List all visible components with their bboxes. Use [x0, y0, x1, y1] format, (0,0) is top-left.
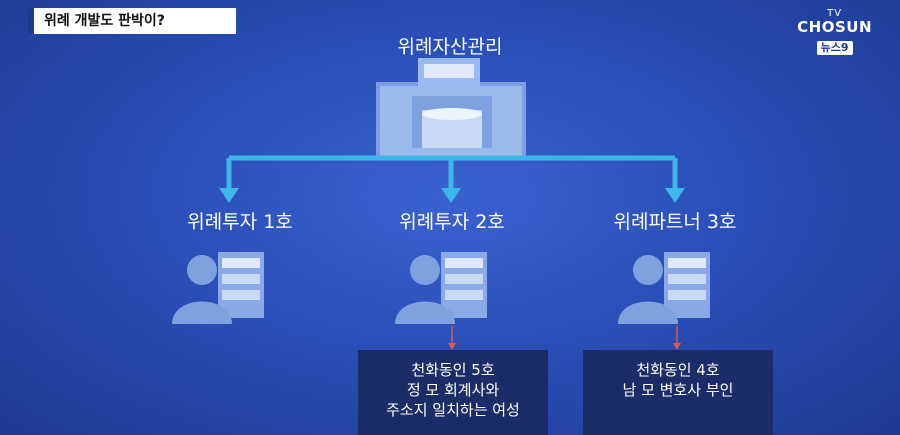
note-line: 정 모 회계사와 — [406, 381, 500, 399]
child-entity-label-1: 위례투자 1호 — [187, 211, 293, 233]
child-entity-label-2: 위례투자 2호 — [399, 211, 505, 233]
logo-tv-text: TV — [827, 8, 843, 19]
child-entity-label-3: 위례파트너 3호 — [613, 211, 737, 233]
headline-text: 위례 개발도 판박이? — [44, 13, 165, 29]
note-line: 주소지 일치하는 여성 — [386, 401, 520, 419]
person-with-office-icon — [618, 252, 710, 324]
broadcaster-logo: TV CHOSUN 뉴스9 — [797, 8, 872, 55]
note-box-1: 천화동인 5호 정 모 회계사와 주소지 일치하는 여성 — [358, 350, 548, 435]
note-line: 천화동인 5호 — [411, 361, 495, 379]
person-with-office-icon — [395, 252, 487, 324]
logo-program-badge: 뉴스9 — [816, 41, 853, 55]
note-box-2: 천화동인 4호 남 모 변호사 부인 — [583, 350, 773, 435]
root-entity-label: 위례자산관리 — [397, 36, 503, 58]
logo-channel-name: CHOSUN — [797, 18, 872, 36]
headline-banner: 위례 개발도 판박이? — [28, 8, 236, 34]
note-line: 남 모 변호사 부인 — [622, 381, 734, 399]
building-icon — [376, 58, 526, 158]
note-line: 천화동인 4호 — [636, 361, 720, 379]
person-with-office-icon — [172, 252, 264, 324]
